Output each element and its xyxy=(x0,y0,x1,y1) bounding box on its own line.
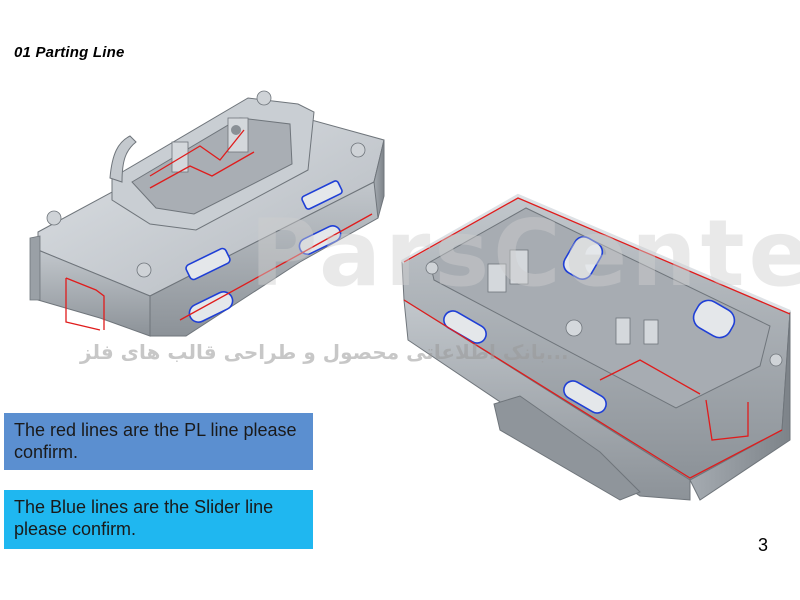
slide-title: 01 Parting Line xyxy=(14,44,125,61)
watermark-persian: ...بانک اطلاعاتی محصول و طراحی قالب های … xyxy=(80,340,569,364)
note-slider-line: The Blue lines are the Slider line pleas… xyxy=(4,490,313,549)
note-pl-line-text: The red lines are the PL line please con… xyxy=(14,420,297,462)
note-pl-line: The red lines are the PL line please con… xyxy=(4,413,313,470)
part-render-right-icon xyxy=(401,193,791,501)
part-render-left-icon xyxy=(29,90,385,337)
note-slider-line-text: The Blue lines are the Slider line pleas… xyxy=(14,497,274,539)
watermark-latin: ParsCenter xyxy=(250,200,800,307)
page-number: 3 xyxy=(758,535,769,555)
